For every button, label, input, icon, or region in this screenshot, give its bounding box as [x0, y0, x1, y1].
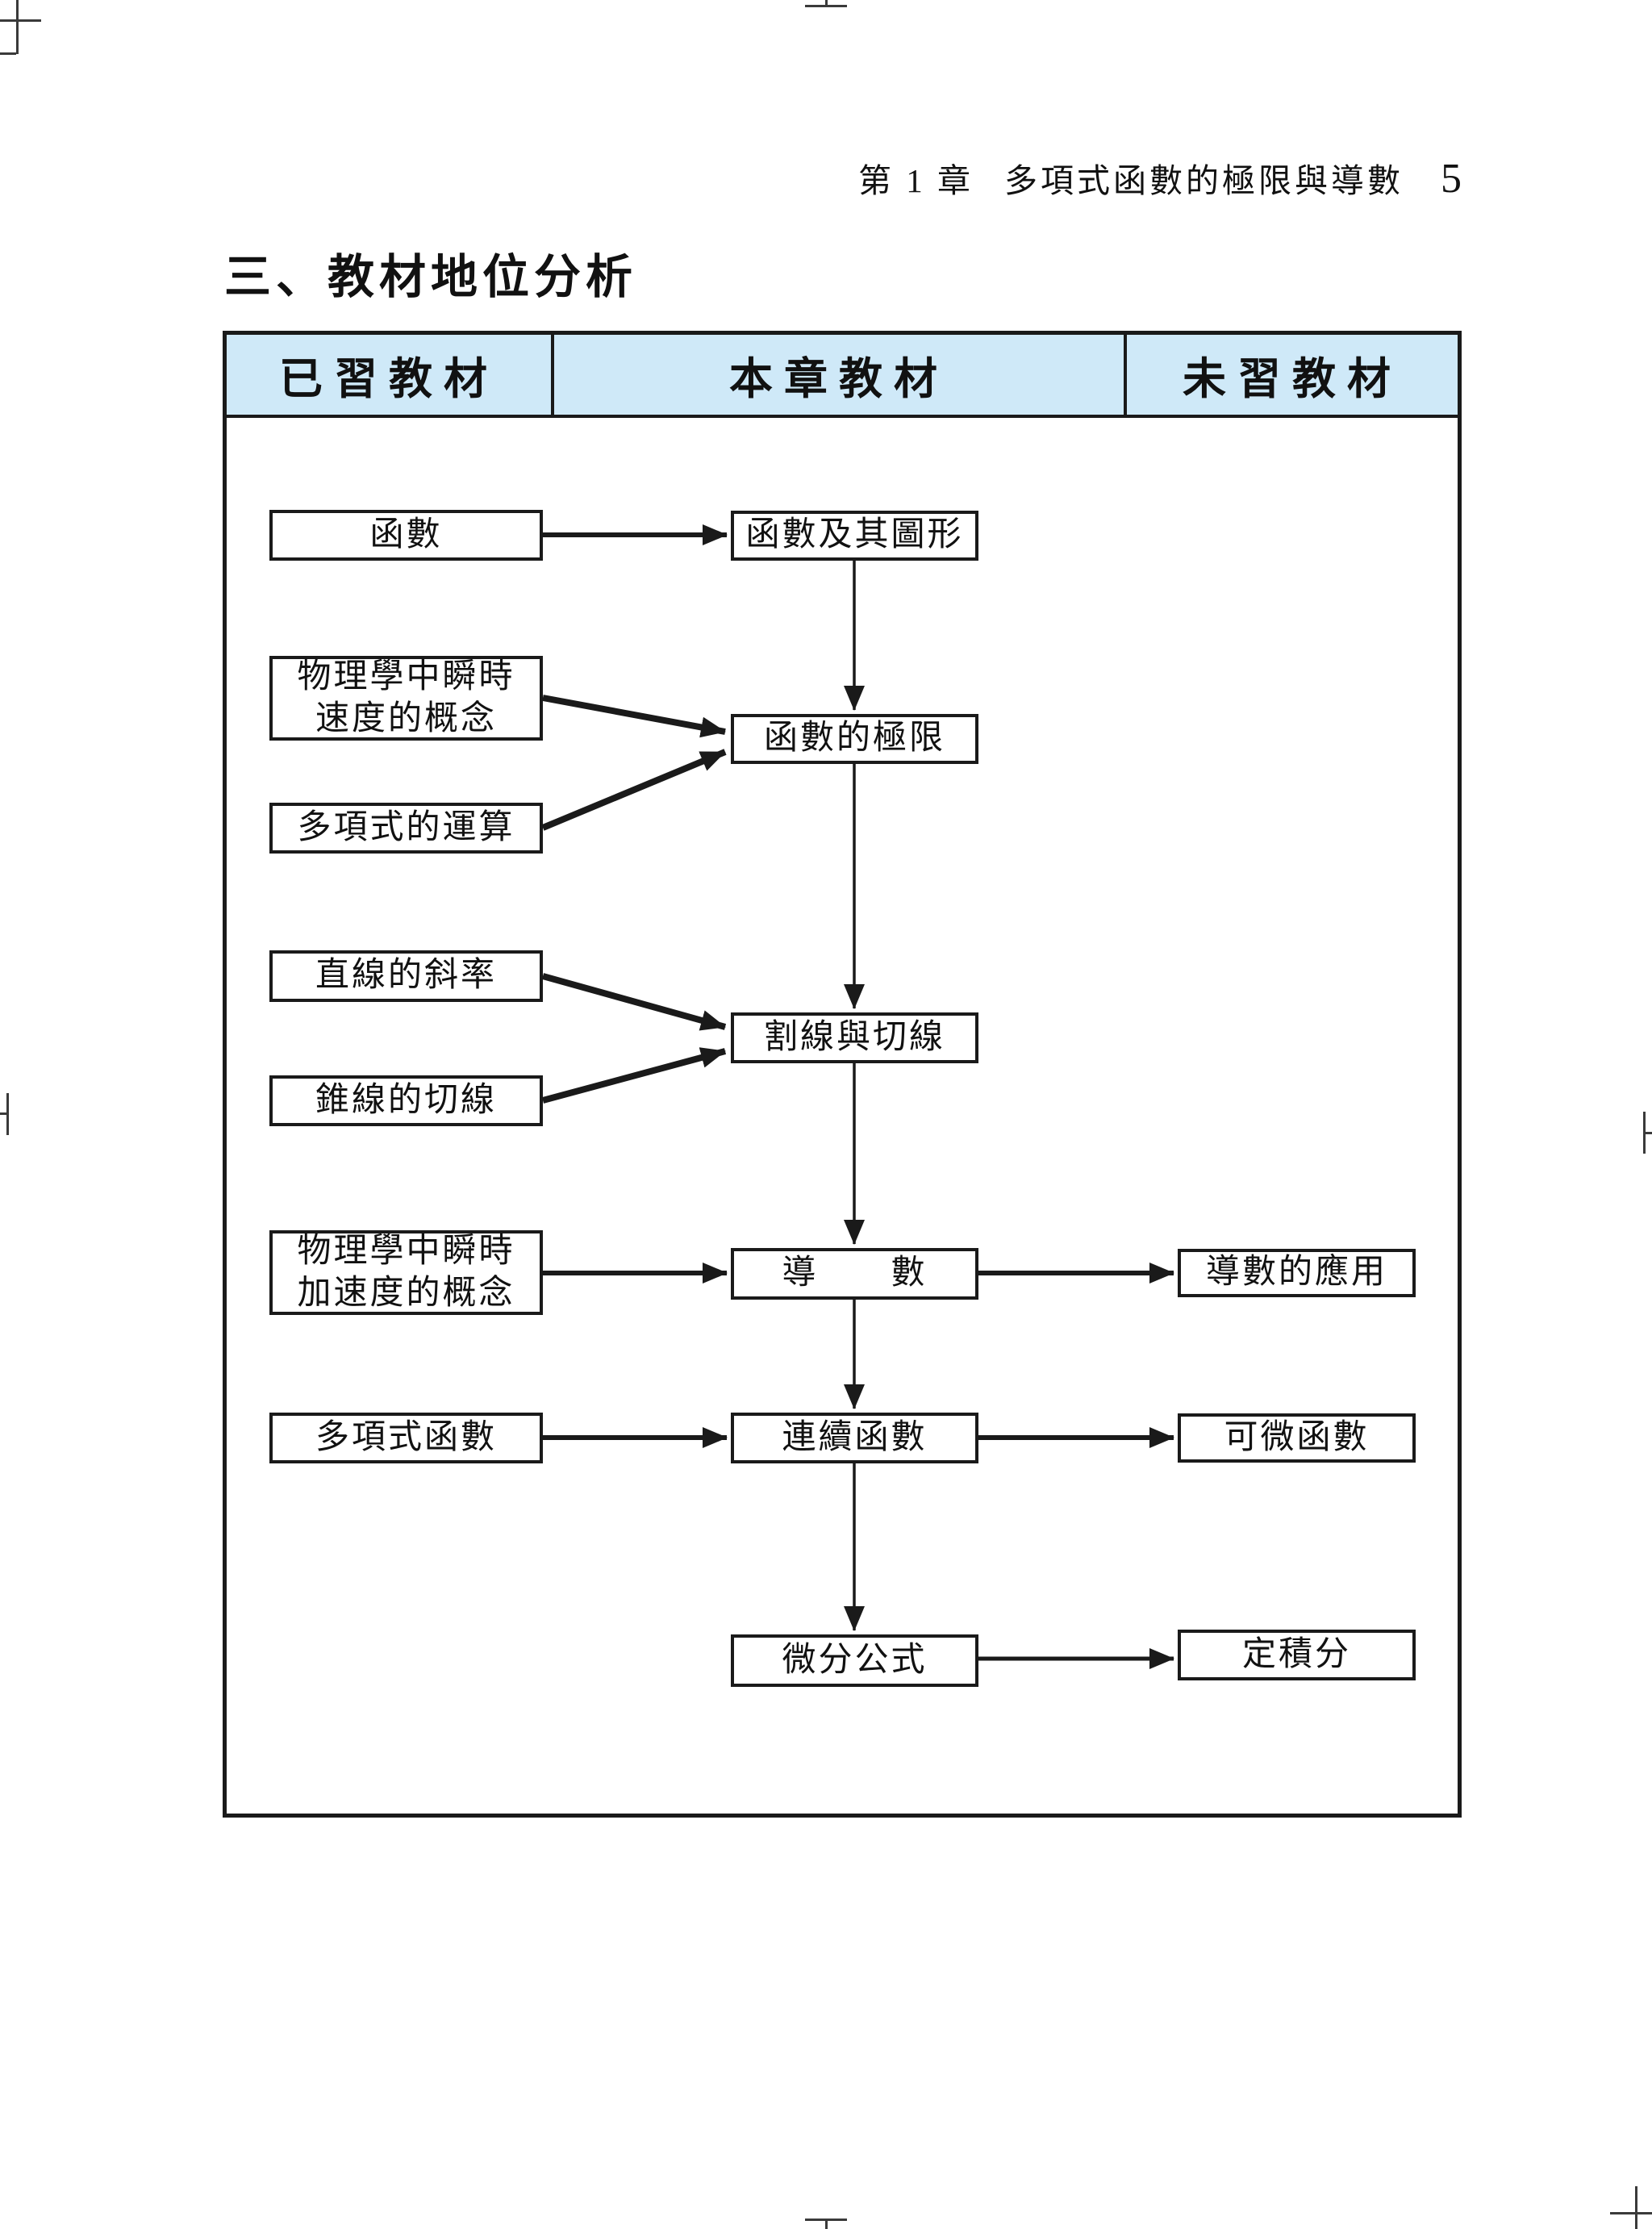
- crop-mark-right-side-tick: [1645, 1132, 1652, 1134]
- running-head: 第 1 章 多項式函數的極限與導數 5: [858, 153, 1462, 202]
- box-functions: 函數: [269, 510, 543, 561]
- crop-mark-bottom-center-tick: [825, 2219, 828, 2229]
- crop-mark-left-side-tick: [0, 1112, 7, 1115]
- diagram-header-row: 已習教材 本章教材 未習教材: [227, 335, 1458, 418]
- crop-mark-top-left-vertical: [16, 0, 19, 54]
- header-cell-future-material: 未習教材: [1183, 355, 1402, 403]
- chapter-label: 第 1 章: [858, 162, 974, 199]
- crop-mark-top-left-horizontal-2: [0, 52, 16, 55]
- box-definite-integral: 定積分: [1178, 1630, 1416, 1680]
- box-polynomial-operations: 多項式的運算: [269, 803, 543, 854]
- box-instant-velocity-concept: 物理學中瞬時 速度的概念: [269, 656, 543, 741]
- section-title: 三、教材地位分析: [224, 251, 638, 303]
- material-position-diagram: 已習教材 本章教材 未習教材: [223, 331, 1462, 1818]
- crop-mark-bottom-right-horizontal: [1610, 2212, 1652, 2214]
- crop-mark-top-left-horizontal: [0, 19, 41, 22]
- box-applications-of-derivative: 導數的應用: [1178, 1249, 1416, 1297]
- box-limits-of-functions: 函數的極限: [731, 714, 978, 764]
- box-slope-of-line: 直線的斜率: [269, 950, 543, 1002]
- chapter-title: 多項式函數的極限與導數: [1004, 162, 1404, 199]
- box-instant-acceleration-concept: 物理學中瞬時 加速度的概念: [269, 1230, 543, 1315]
- crop-mark-right-side-vertical: [1643, 1112, 1646, 1154]
- box-functions-and-graphs: 函數及其圖形: [731, 511, 978, 561]
- box-derivative: 導 數: [731, 1248, 978, 1300]
- box-polynomial-functions: 多項式函數: [269, 1413, 543, 1463]
- crop-mark-top-center-tick: [825, 0, 828, 7]
- box-differentiation-formulas: 微分公式: [731, 1634, 978, 1687]
- header-cell-chapter-material: 本章教材: [554, 335, 1127, 415]
- box-differentiable-functions: 可微函數: [1178, 1413, 1416, 1463]
- box-tangent-of-conics: 錐線的切線: [269, 1075, 543, 1126]
- crop-mark-bottom-right-vertical: [1635, 2186, 1637, 2229]
- crop-mark-left-side-vertical: [6, 1093, 9, 1135]
- box-continuous-functions: 連續函數: [731, 1413, 978, 1463]
- header-cell-learned-material: 已習教材: [227, 335, 554, 415]
- page-number: 5: [1441, 156, 1462, 202]
- box-secant-and-tangent: 割線與切線: [731, 1012, 978, 1063]
